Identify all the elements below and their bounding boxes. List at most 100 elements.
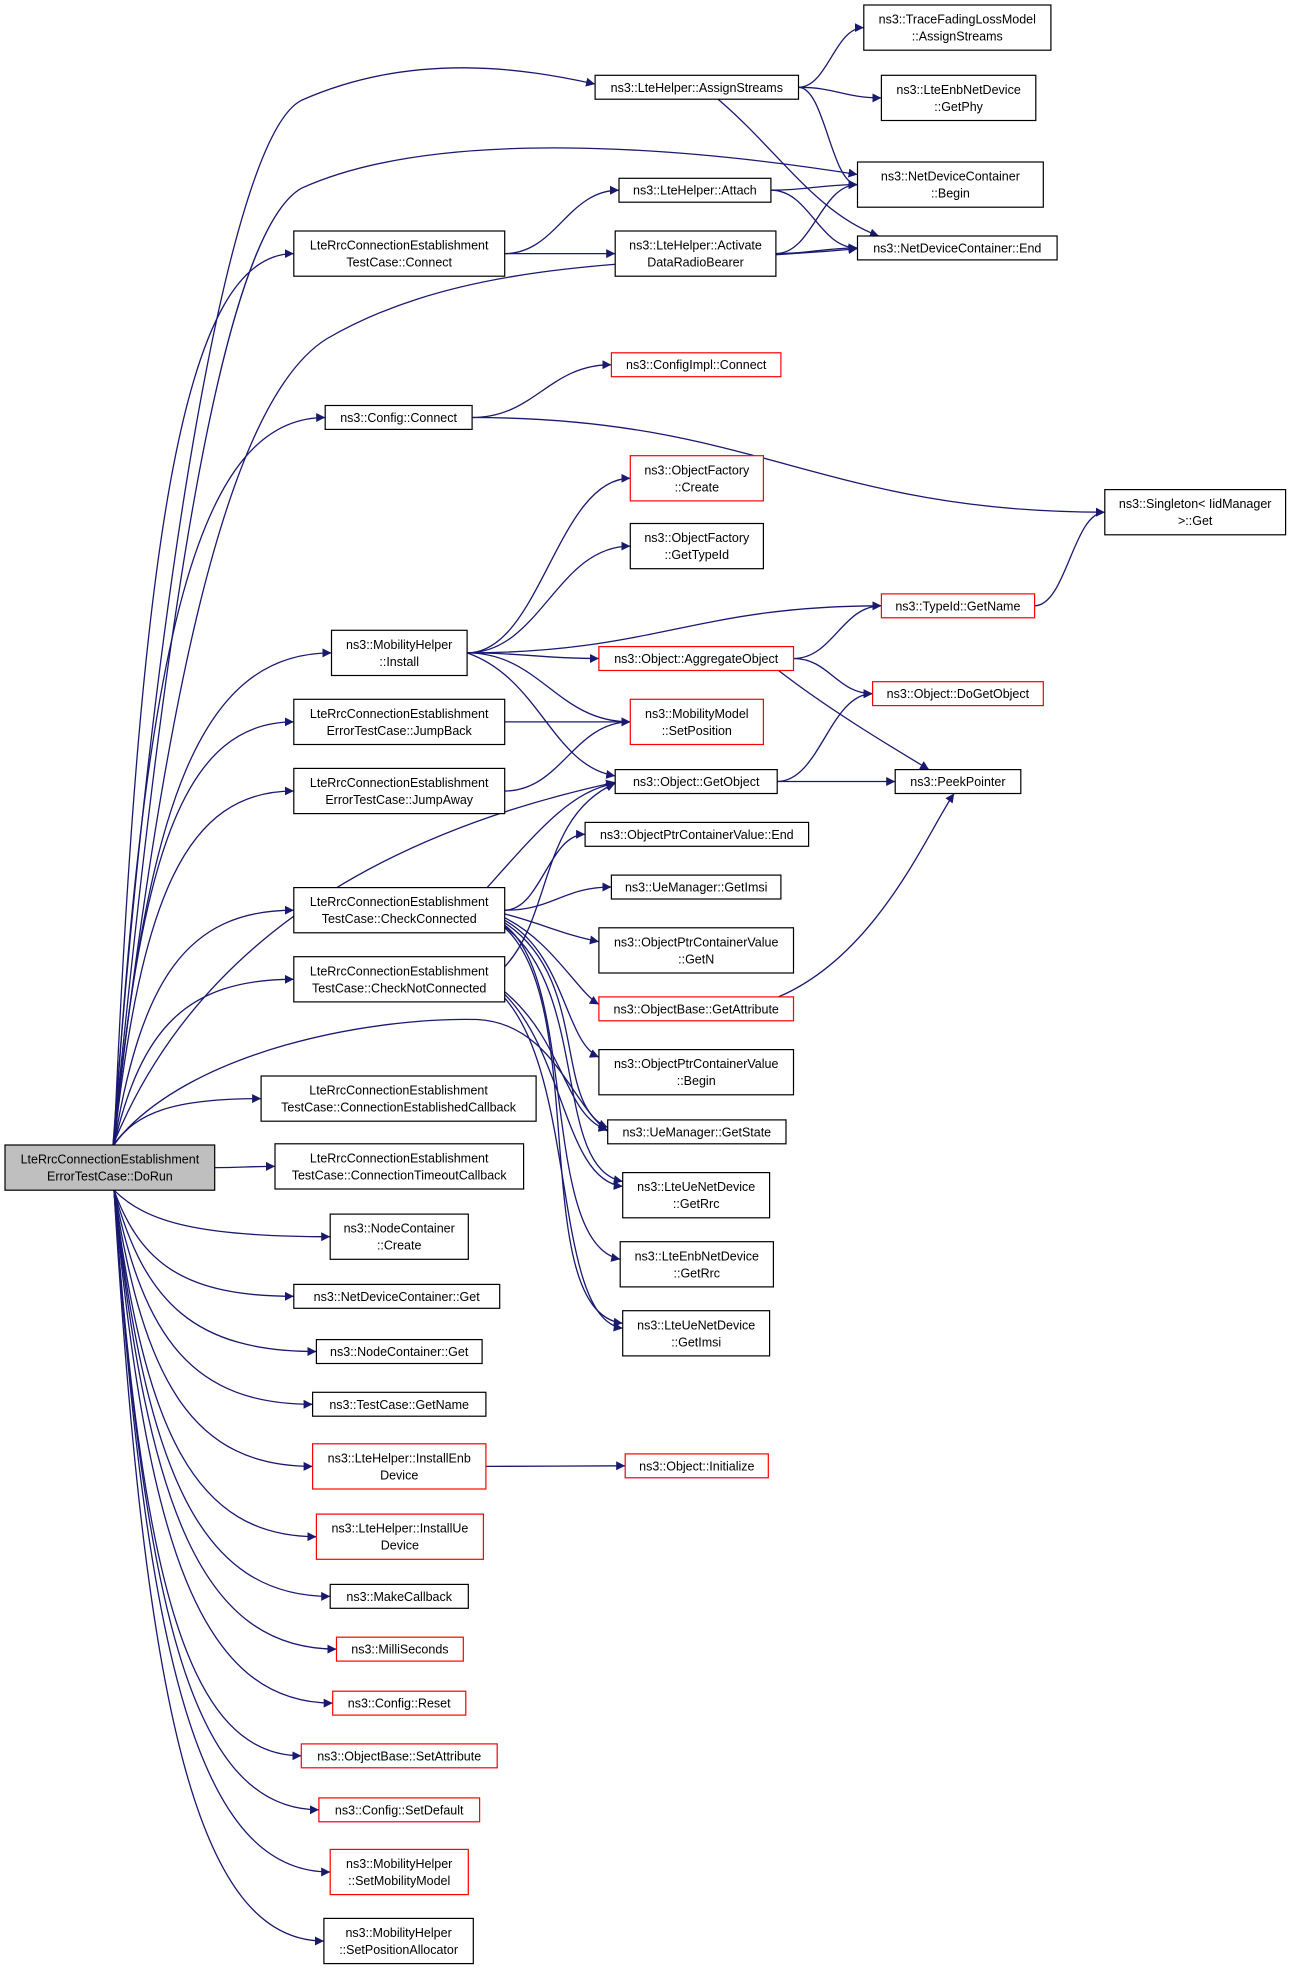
- call-arrow: [113, 1190, 317, 1356]
- node-box: [1104, 489, 1287, 536]
- node-cfgSetDefault[interactable]: ns3::Config::SetDefault: [318, 1797, 481, 1823]
- node-label-line: ::Create: [377, 1239, 422, 1253]
- node-setPosition[interactable]: ns3::MobilityModel::SetPosition: [629, 698, 764, 746]
- node-jumpBack[interactable]: LteRrcConnectionEstablishmentErrorTestCa…: [293, 698, 506, 746]
- call-arrow: [466, 601, 882, 654]
- node-peekPointer[interactable]: ns3::PeekPointer: [894, 768, 1022, 795]
- node-label-line: ::Create: [675, 480, 720, 494]
- call-arrow: [504, 924, 621, 1262]
- node-getObject[interactable]: ns3::Object::GetObject: [614, 768, 778, 795]
- node-box: [312, 1391, 487, 1417]
- node-cfgConnect[interactable]: ns3::Config::Connect: [324, 404, 473, 430]
- node-connEstCb[interactable]: LteRrcConnectionEstablishmentTestCase::C…: [260, 1075, 537, 1122]
- node-box: [880, 593, 1036, 619]
- node-ndcEnd[interactable]: ns3::NetDeviceContainer::End: [856, 235, 1058, 261]
- node-objInitialize[interactable]: ns3::Object::Initialize: [624, 1453, 769, 1479]
- call-edge-attach-to-ndcBegin: [770, 180, 858, 191]
- node-label-line: ::GetRrc: [674, 1266, 721, 1280]
- node-label-line: Device: [380, 1468, 418, 1482]
- node-jumpAway[interactable]: LteRrcConnectionEstablishmentErrorTestCa…: [293, 767, 506, 815]
- node-assignStreams[interactable]: ns3::LteHelper::AssignStreams: [594, 74, 800, 100]
- node-ofCreate[interactable]: ns3::ObjectFactory::Create: [629, 455, 764, 502]
- node-enbGetRrc[interactable]: ns3::LteEnbNetDevice::GetRrc: [619, 1241, 775, 1288]
- call-arrow: [504, 991, 608, 1132]
- node-label-line: ns3::ObjectBase::GetAttribute: [614, 1002, 779, 1016]
- node-ndcBegin[interactable]: ns3::NetDeviceContainer::Begin: [856, 161, 1044, 208]
- call-edge-doRun-to-ncGet: [113, 1190, 317, 1356]
- call-edge-doRun-to-connTimeoutCb: [214, 1161, 276, 1171]
- node-label-line: TestCase::CheckConnected: [322, 912, 477, 926]
- node-box: [598, 927, 795, 974]
- node-aggregate[interactable]: ns3::Object::AggregateObject: [598, 645, 795, 672]
- node-enbGetPhy[interactable]: ns3::LteEnbNetDevice::GetPhy: [880, 74, 1037, 122]
- node-label-line: LteRrcConnectionEstablishment: [309, 1084, 488, 1098]
- node-mhInstall[interactable]: ns3::MobilityHelper::Install: [330, 629, 468, 677]
- node-attach[interactable]: ns3::LteHelper::Attach: [618, 177, 772, 203]
- call-edge-mhInstall-to-typeIdGetName: [466, 601, 882, 654]
- node-setAttribute[interactable]: ns3::ObjectBase::SetAttribute: [300, 1743, 498, 1769]
- node-setMobilityModel[interactable]: ns3::MobilityHelper::SetMobilityModel: [329, 1848, 469, 1896]
- node-checkConnected[interactable]: LteRrcConnectionEstablishmentTestCase::C…: [293, 886, 506, 934]
- node-label-line: ns3::LteHelper::InstallEnb: [328, 1451, 471, 1465]
- call-arrow: [504, 927, 623, 1327]
- node-traceFading[interactable]: ns3::TraceFadingLossModel::AssignStreams: [863, 4, 1052, 51]
- node-ofGetTypeId[interactable]: ns3::ObjectFactory::GetTypeId: [629, 522, 764, 570]
- node-setPositionAllocator[interactable]: ns3::MobilityHelper::SetPositionAllocato…: [323, 1917, 474, 1965]
- call-arrow: [113, 1190, 333, 1708]
- node-label-line: ns3::ObjectBase::SetAttribute: [317, 1749, 481, 1763]
- node-tcConnect[interactable]: LteRrcConnectionEstablishmentTestCase::C…: [293, 230, 506, 277]
- call-edge-doRun-to-ndcBegin: [112, 147, 858, 1146]
- node-doGetObject[interactable]: ns3::Object::DoGetObject: [871, 681, 1044, 707]
- call-arrow: [798, 23, 864, 88]
- node-label-line: ns3::NetDeviceContainer::End: [873, 242, 1041, 256]
- call-edge-doRun-to-connEstCb: [113, 1094, 262, 1146]
- call-arrow: [775, 243, 858, 255]
- node-typeIdGetName[interactable]: ns3::TypeId::GetName: [880, 593, 1036, 619]
- call-arrow: [113, 1190, 331, 1877]
- node-ndcGet[interactable]: ns3::NetDeviceContainer::Get: [293, 1283, 501, 1309]
- call-edge-jumpAway-to-setPosition: [504, 717, 631, 792]
- call-edge-doRun-to-checkConnected: [113, 905, 294, 1146]
- node-cfgReset[interactable]: ns3::Config::Reset: [332, 1690, 467, 1716]
- node-connTimeoutCb[interactable]: LteRrcConnectionEstablishmentTestCase::C…: [274, 1143, 525, 1190]
- node-cfgImplConnect[interactable]: ns3::ConfigImpl::Connect: [610, 352, 782, 378]
- node-ueGetImsi[interactable]: ns3::UeManager::GetImsi: [610, 874, 782, 900]
- node-opcvEnd[interactable]: ns3::ObjectPtrContainerValue::End: [584, 821, 810, 847]
- node-ncCreate[interactable]: ns3::NodeContainer::Create: [329, 1213, 469, 1260]
- node-milliSeconds[interactable]: ns3::MilliSeconds: [335, 1636, 464, 1662]
- node-label-line: ns3::LteHelper::AssignStreams: [611, 81, 783, 95]
- call-arrow: [504, 782, 616, 968]
- call-arrow: [486, 780, 616, 889]
- node-checkNotConnected[interactable]: LteRrcConnectionEstablishmentTestCase::C…: [293, 956, 506, 1003]
- node-singleton[interactable]: ns3::Singleton< IidManager>::Get: [1104, 489, 1287, 536]
- node-ueDevGetRrc[interactable]: ns3::LteUeNetDevice::GetRrc: [622, 1171, 771, 1219]
- call-arrow: [770, 180, 858, 191]
- call-edge-doRun-to-tcConnect: [113, 249, 294, 1146]
- node-label-line: ns3::LteUeNetDevice: [637, 1318, 755, 1332]
- call-arrow: [504, 919, 600, 1058]
- node-ncGet[interactable]: ns3::NodeContainer::Get: [315, 1338, 483, 1365]
- call-edge-getAttribute-to-peekPointer: [778, 793, 955, 998]
- node-getAttribute[interactable]: ns3::ObjectBase::GetAttribute: [598, 996, 795, 1022]
- node-tcGetName[interactable]: ns3::TestCase::GetName: [312, 1391, 487, 1417]
- call-edge-assignStreams-to-ndcEnd: [717, 98, 880, 238]
- node-box: [863, 4, 1052, 51]
- node-label-line: ns3::UeManager::GetState: [622, 1125, 771, 1139]
- node-box: [614, 768, 778, 795]
- node-opcvGetN[interactable]: ns3::ObjectPtrContainerValue::GetN: [598, 927, 795, 974]
- call-edge-checkConnected-to-opcvBegin: [504, 919, 600, 1058]
- node-opcvBegin[interactable]: ns3::ObjectPtrContainerValue::Begin: [598, 1048, 795, 1096]
- node-ueGetState[interactable]: ns3::UeManager::GetState: [607, 1119, 787, 1145]
- node-ueDevGetImsi[interactable]: ns3::LteUeNetDevice::GetImsi: [622, 1310, 771, 1357]
- call-arrow: [793, 601, 882, 660]
- node-label-line: TestCase::Connect: [346, 256, 452, 270]
- call-arrow: [777, 689, 873, 783]
- node-box: [300, 1743, 498, 1769]
- node-label-line: ns3::MakeCallback: [346, 1590, 452, 1604]
- node-makeCallback[interactable]: ns3::MakeCallback: [329, 1583, 469, 1609]
- call-edge-activate-to-ndcEnd: [775, 243, 858, 255]
- call-arrow: [466, 652, 631, 727]
